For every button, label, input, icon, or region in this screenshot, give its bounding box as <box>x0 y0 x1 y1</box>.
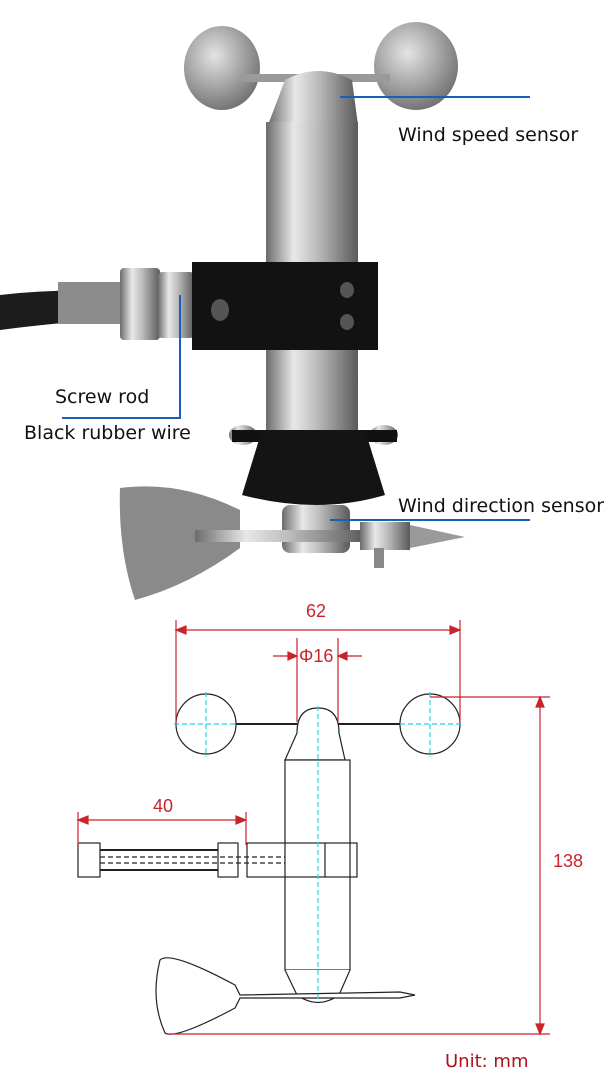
label-screw-rod: Screw rod <box>55 386 149 408</box>
drawing-vane <box>155 957 416 1035</box>
label-wind-direction-sensor: Wind direction sensor <box>398 495 604 517</box>
hex-nut <box>120 268 160 340</box>
drawing-clamp <box>246 842 358 878</box>
label-black-rubber-wire: Black rubber wire <box>24 422 191 444</box>
hub <box>268 71 358 125</box>
wind-cup-left <box>184 26 260 110</box>
label-wind-speed-sensor: Wind speed sensor <box>398 124 578 146</box>
wind-vane <box>119 486 240 600</box>
product-photo: Wind speed sensor Screw rod Black rubber… <box>0 22 604 600</box>
dim-rod-length: 40 <box>153 796 173 816</box>
technical-drawing <box>77 692 462 1035</box>
leader-screw-rod <box>62 295 181 419</box>
dim-cup-span: 62 <box>306 601 326 621</box>
hex-nut-2 <box>158 272 194 338</box>
dimension-lines <box>76 620 550 1036</box>
dim-total-height: 138 <box>553 851 583 871</box>
wind-cup-right <box>374 22 458 110</box>
unit-label: Unit: mm <box>445 1051 529 1072</box>
direction-sensor-housing <box>242 430 385 505</box>
dim-body-diameter: Φ16 <box>299 646 333 666</box>
